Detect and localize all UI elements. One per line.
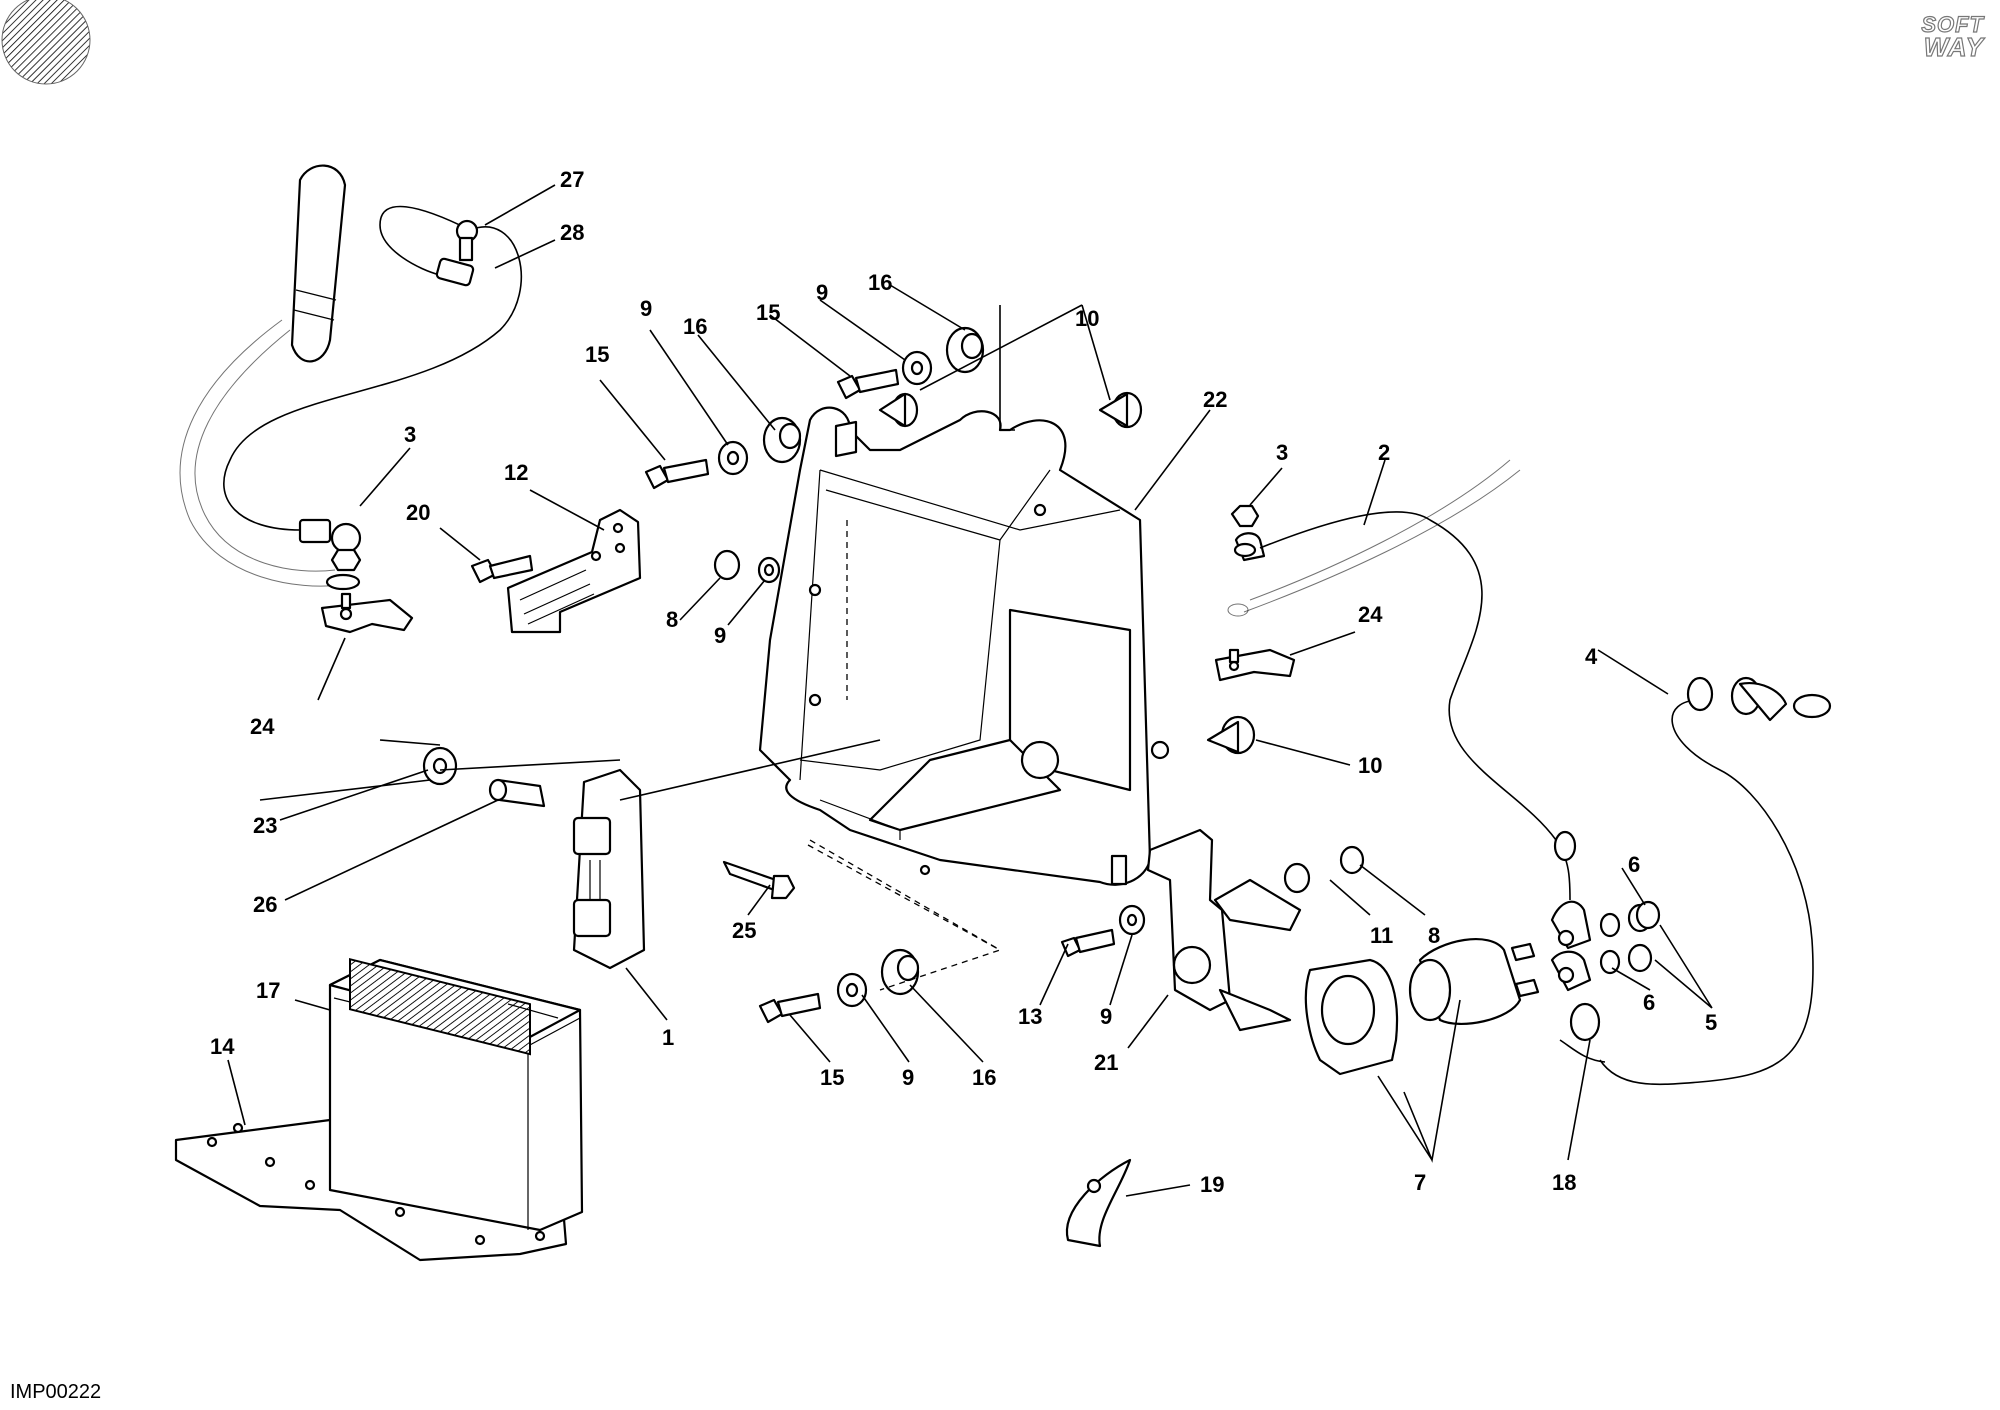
- callout-11: 11: [1370, 923, 1393, 948]
- callout-10-upper: 10: [1075, 306, 1099, 331]
- callout-4: 4: [1585, 644, 1598, 669]
- battery-box-bracket: [758, 406, 1170, 951]
- callout-15-b: 15: [756, 300, 780, 325]
- callout-16-a: 16: [683, 314, 707, 339]
- callout-22: 22: [1203, 387, 1227, 412]
- callout-26: 26: [253, 892, 277, 917]
- callout-18: 18: [1552, 1170, 1576, 1195]
- callout-9-a: 9: [640, 296, 652, 321]
- callout-12: 12: [504, 460, 528, 485]
- callout-1: 1: [662, 1025, 674, 1050]
- callout-20: 20: [406, 500, 430, 525]
- battery-cable-right: [1214, 459, 1577, 901]
- callout-16-b: 16: [868, 270, 892, 295]
- ground-cable-assembly: [179, 164, 523, 591]
- callout-15-a: 15: [585, 342, 609, 367]
- callout-15-c: 15: [820, 1065, 844, 1090]
- callout-19: 19: [1200, 1172, 1224, 1197]
- callout-25: 25: [732, 918, 756, 943]
- callout-10-lower: 10: [1358, 753, 1382, 778]
- ecu-module: [259, 739, 881, 970]
- softway-logo: SOFT WAY: [1896, 8, 1992, 62]
- strap-19: [1065, 1158, 1132, 1248]
- bracket-12: [470, 508, 642, 634]
- callout-3-right: 3: [1276, 440, 1288, 465]
- callout-7: 7: [1414, 1170, 1426, 1195]
- callout-6-upper: 6: [1628, 852, 1640, 877]
- callout-16-c: 16: [972, 1065, 996, 1090]
- callout-13: 13: [1018, 1004, 1042, 1029]
- callout-28: 28: [560, 220, 584, 245]
- starter-relay: [1304, 938, 1540, 1163]
- callout-23: 23: [253, 813, 277, 838]
- callout-17: 17: [256, 978, 280, 1003]
- mounting-stack-upper: [644, 304, 1143, 490]
- callout-27: 27: [560, 167, 584, 192]
- callout-3-left: 3: [404, 422, 416, 447]
- callout-9-d: 9: [902, 1065, 914, 1090]
- leader-lines: [227, 184, 1713, 1197]
- callout-8-lower: 8: [1428, 923, 1440, 948]
- callout-9-e: 9: [1100, 1004, 1112, 1029]
- callout-6-lower: 6: [1643, 990, 1655, 1015]
- brand-line-1: SOFT: [1921, 11, 1984, 37]
- callout-5: 5: [1705, 1010, 1717, 1035]
- callout-14: 14: [210, 1034, 235, 1059]
- callout-9-b: 9: [816, 280, 828, 305]
- callout-2: 2: [1378, 440, 1390, 465]
- battery-and-tray: [174, 958, 584, 1262]
- manufacturer-logo-icon: [1, 0, 91, 85]
- callout-24-right: 24: [1358, 602, 1383, 627]
- terminal-stack: [1550, 676, 1832, 1086]
- drawing-code: IMP00222: [10, 1381, 102, 1403]
- mounting-stack-lower: [758, 844, 1146, 1024]
- callout-9-c: 9: [714, 623, 726, 648]
- callout-21: 21: [1094, 1050, 1118, 1075]
- ground-tab-left: [320, 592, 414, 634]
- callout-8-upper: 8: [666, 607, 678, 632]
- brand-line-2: WAY: [1923, 31, 1984, 62]
- mounting-stack-middle: [713, 549, 1365, 894]
- callout-labels: 27 28 3 20 12 24 15 9 16 15 9 16 10 22 8…: [210, 167, 1717, 1197]
- bracket-21: [1110, 828, 1302, 1032]
- callout-24-left: 24: [250, 714, 275, 739]
